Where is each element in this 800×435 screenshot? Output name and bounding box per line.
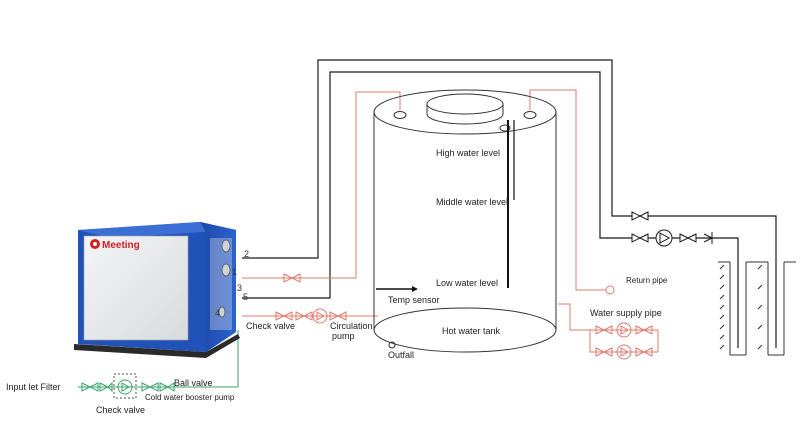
return-pipe-label: Return pipe [626,276,668,285]
port-number-3: 3 [237,283,242,293]
low-water-level-label: Low water level [436,278,498,288]
temp-sensor-arrow [376,286,418,292]
unit-gauges [218,239,231,318]
circulation-label: Circulation [330,321,373,331]
cold-feed-pipe [78,330,239,388]
check-valve-label: Check valve [246,321,295,331]
black-pipe-loop [242,59,777,348]
well-left [718,261,758,356]
inlet-filter-valves [81,381,113,393]
input-filter-label: Input let Filter [6,382,61,392]
middle-water-level-label: Middle water level [436,197,508,207]
port-number-2: 2 [244,249,249,259]
circulation-pump-label: pump [332,331,355,341]
hot-water-tank [373,89,557,353]
loop-pump [631,229,713,247]
heat-pump-unit: Meeting 2 1 3 5 4 [74,222,249,358]
return-pipe-valve [605,285,615,295]
supply-pump-upper [595,322,653,338]
booster-pump-label: Cold water booster pump [145,393,235,402]
port-number-5: 5 [243,292,248,302]
circulation-pump-icon [312,308,347,324]
ball-valve-label: Ball valve [174,378,213,388]
meeting-logo: Meeting [90,239,140,251]
outfall-label: Outfall [388,350,414,360]
ball-valve-upper-hot [283,273,301,283]
check-valve-left-label: Check valve [96,405,145,415]
hot-water-tank-label: Hot water tank [442,326,501,336]
port-number-1: 1 [232,267,237,277]
level-probe [507,120,515,288]
water-supply-pipe-label: Water supply pipe [590,308,662,318]
well-right [757,261,796,356]
loop-valve-upper [631,211,649,221]
high-water-level-label: High water level [436,148,500,158]
temp-sensor-label: Temp sensor [388,295,440,305]
brand-name: Meeting [102,240,140,251]
booster-pump-icon [113,373,175,399]
check-valve-hot [275,311,313,321]
port-number-4: 4 [215,308,220,318]
supply-pump-lower [595,344,653,360]
